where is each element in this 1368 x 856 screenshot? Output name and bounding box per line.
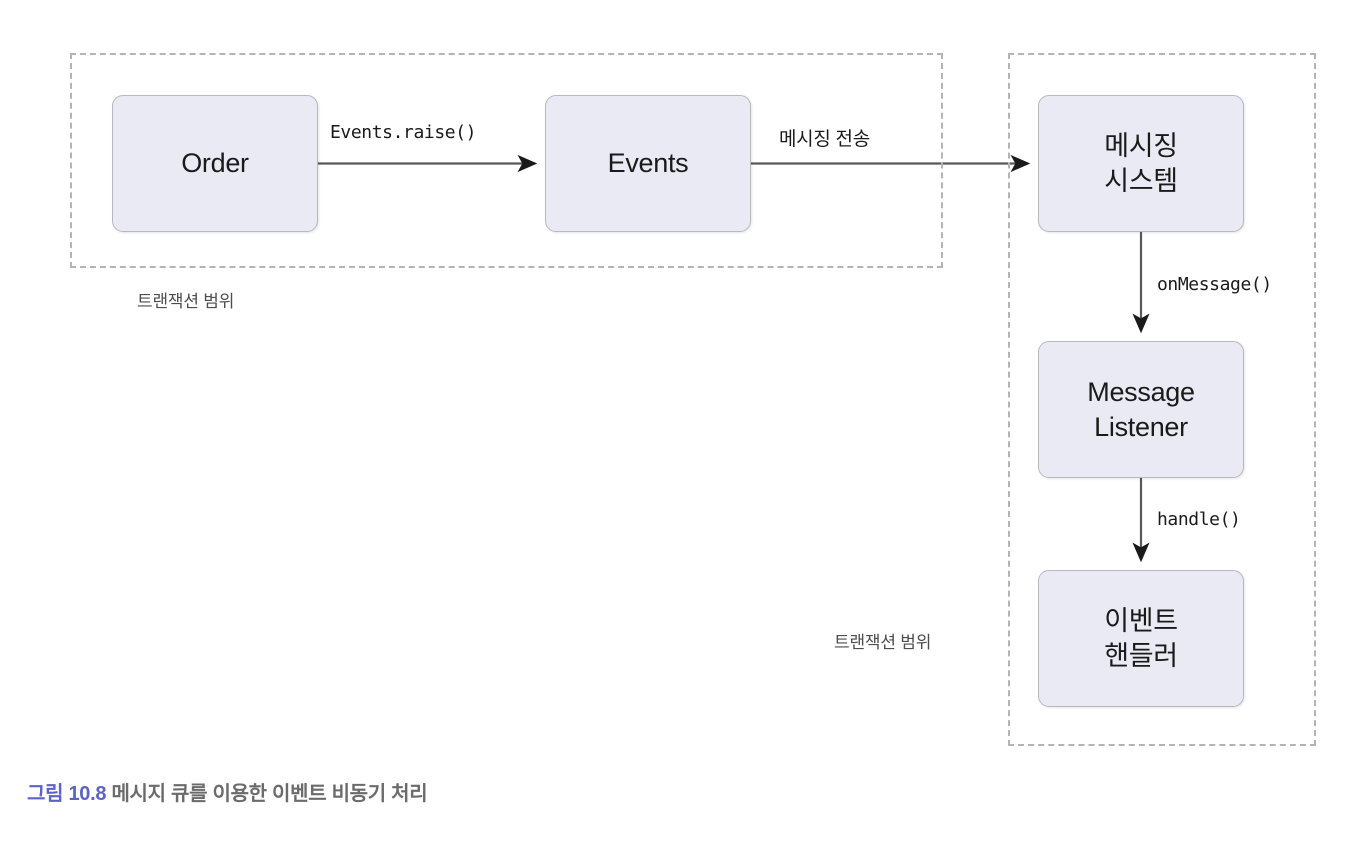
figure-caption-number: 그림 10.8 (27, 783, 107, 805)
transaction-scope-left-label: 트랜잭션 범위 (137, 292, 235, 311)
node-message-listener[interactable]: Message Listener (1038, 341, 1244, 478)
edge-label-events-raise: Events.raise() (330, 122, 477, 143)
figure-caption-text: 메시지 큐를 이용한 이벤트 비동기 처리 (111, 783, 428, 805)
node-order[interactable]: Order (112, 95, 318, 232)
edge-label-handle: handle() (1157, 509, 1241, 530)
transaction-scope-left-boundary (70, 53, 943, 268)
node-events[interactable]: Events (545, 95, 751, 232)
figure-caption: 그림 10.8 메시지 큐를 이용한 이벤트 비동기 처리 (27, 777, 428, 806)
edge-label-on-message: onMessage() (1157, 274, 1272, 295)
transaction-scope-right-label: 트랜잭션 범위 (834, 633, 932, 652)
node-messaging-system[interactable]: 메시징 시스템 (1038, 95, 1244, 232)
node-event-handler[interactable]: 이벤트 핸들러 (1038, 570, 1244, 707)
edge-label-messaging-send: 메시징 전송 (779, 129, 870, 150)
transaction-scope-right-boundary (1008, 53, 1316, 746)
